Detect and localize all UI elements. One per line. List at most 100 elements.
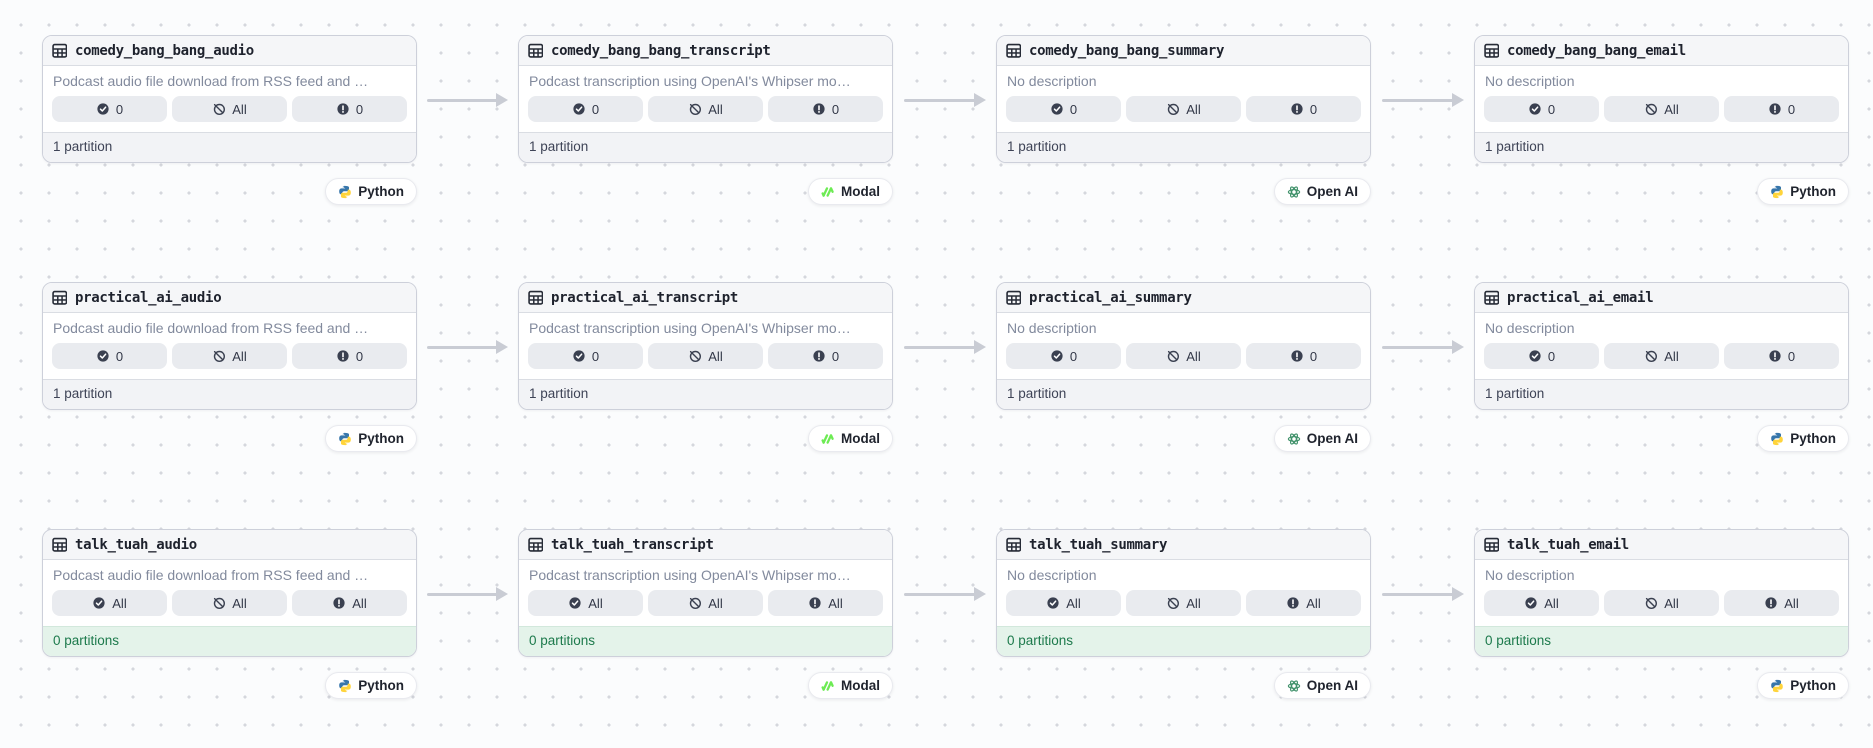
materialized-count-badge[interactable]: All — [1006, 590, 1121, 616]
badge-value: 0 — [1547, 348, 1556, 364]
compute-kind-tag-openai[interactable]: Open AI — [1273, 672, 1371, 699]
missing-count-badge[interactable]: All — [1604, 343, 1719, 369]
tag-label: Python — [1790, 678, 1836, 693]
asset-node-talk-tuah-summary[interactable]: talk_tuah_summary No description All All… — [996, 529, 1371, 657]
failed-count-badge[interactable]: All — [292, 590, 407, 616]
asset-description: Podcast transcription using OpenAI's Whi… — [529, 73, 851, 89]
asset-node-practical-ai-transcript[interactable]: practical_ai_transcript Podcast transcri… — [518, 282, 893, 410]
materialized-count-badge[interactable]: 0 — [1484, 96, 1599, 122]
badge-value: All — [1664, 595, 1679, 611]
materialized-count-badge[interactable]: 0 — [1484, 343, 1599, 369]
materialized-count-badge[interactable]: All — [52, 590, 167, 616]
tag-row: Python — [1474, 178, 1849, 205]
materialized-count-badge[interactable]: 0 — [528, 343, 643, 369]
tag-label: Modal — [841, 431, 880, 446]
failed-count-badge[interactable]: 0 — [1724, 96, 1839, 122]
failed-count-badge[interactable]: 0 — [768, 343, 883, 369]
badge-value: All — [1664, 101, 1679, 117]
edge-arrow — [1382, 584, 1464, 604]
missing-count-badge[interactable]: All — [1604, 590, 1719, 616]
asset-title: comedy_bang_bang_summary — [1029, 42, 1225, 59]
compute-kind-tag-python[interactable]: Python — [325, 672, 417, 699]
failed-count-badge[interactable]: 0 — [292, 96, 407, 122]
failed-count-badge[interactable]: 0 — [1724, 343, 1839, 369]
tag-row: Modal — [518, 672, 893, 699]
failed-count-badge[interactable]: All — [768, 590, 883, 616]
tag-label: Open AI — [1306, 431, 1358, 446]
compute-kind-tag-openai[interactable]: Open AI — [1273, 178, 1371, 205]
partition-count: 0 partitions — [43, 626, 416, 656]
alert-circle-icon — [332, 596, 346, 610]
partition-count: 0 partitions — [1475, 626, 1848, 656]
table-icon — [52, 537, 67, 552]
modal-icon — [821, 679, 835, 693]
materialized-count-badge[interactable]: 0 — [1006, 96, 1121, 122]
compute-kind-tag-python[interactable]: Python — [1757, 425, 1849, 452]
badge-value: All — [1544, 595, 1559, 611]
missing-count-badge[interactable]: All — [648, 96, 763, 122]
failed-count-badge[interactable]: 0 — [1246, 96, 1361, 122]
materialized-count-badge[interactable]: All — [528, 590, 643, 616]
missing-count-badge[interactable]: All — [648, 343, 763, 369]
badge-value: All — [112, 595, 127, 611]
asset-node-practical-ai-summary[interactable]: practical_ai_summary No description 0 Al… — [996, 282, 1371, 410]
alert-circle-icon — [1290, 349, 1304, 363]
partition-count: 1 partition — [1475, 379, 1848, 409]
asset-node-comedy-bang-bang-summary[interactable]: comedy_bang_bang_summary No description … — [996, 35, 1371, 163]
asset-card-header: comedy_bang_bang_transcript — [519, 36, 892, 66]
asset-node-practical-ai-email[interactable]: practical_ai_email No description 0 All … — [1474, 282, 1849, 410]
materialized-count-badge[interactable]: All — [1484, 590, 1599, 616]
materialized-count-badge[interactable]: 0 — [528, 96, 643, 122]
asset-node-comedy-bang-bang-email[interactable]: comedy_bang_bang_email No description 0 … — [1474, 35, 1849, 163]
compute-kind-tag-python[interactable]: Python — [325, 178, 417, 205]
missing-count-badge[interactable]: All — [172, 343, 287, 369]
alert-circle-icon — [1290, 102, 1304, 116]
materialized-count-badge[interactable]: 0 — [52, 96, 167, 122]
compute-kind-tag-modal[interactable]: Modal — [808, 178, 893, 205]
missing-count-badge[interactable]: All — [172, 96, 287, 122]
compute-kind-tag-openai[interactable]: Open AI — [1273, 425, 1371, 452]
materialized-count-badge[interactable]: 0 — [52, 343, 167, 369]
partition-count: 0 partitions — [519, 626, 892, 656]
missing-count-badge[interactable]: All — [1126, 96, 1241, 122]
badge-value: 0 — [1547, 101, 1556, 117]
asset-node-practical-ai-audio[interactable]: practical_ai_audio Podcast audio file do… — [42, 282, 417, 410]
badge-value: 0 — [1069, 348, 1078, 364]
missing-count-badge[interactable]: All — [172, 590, 287, 616]
alert-circle-icon — [1768, 349, 1782, 363]
missing-count-badge[interactable]: All — [1126, 343, 1241, 369]
asset-node-comedy-bang-bang-transcript[interactable]: comedy_bang_bang_transcript Podcast tran… — [518, 35, 893, 163]
asset-node-talk-tuah-audio[interactable]: talk_tuah_audio Podcast audio file downl… — [42, 529, 417, 657]
asset-node-talk-tuah-email[interactable]: talk_tuah_email No description All All A… — [1474, 529, 1849, 657]
missing-count-badge[interactable]: All — [648, 590, 763, 616]
partition-count: 1 partition — [519, 379, 892, 409]
compute-kind-tag-modal[interactable]: Modal — [808, 425, 893, 452]
failed-count-badge[interactable]: 0 — [1246, 343, 1361, 369]
compute-kind-tag-python[interactable]: Python — [1757, 672, 1849, 699]
badge-value: 0 — [1309, 348, 1318, 364]
slash-circle-icon — [212, 102, 226, 116]
asset-description: No description — [1485, 320, 1575, 336]
asset-node-talk-tuah-transcript[interactable]: talk_tuah_transcript Podcast transcripti… — [518, 529, 893, 657]
failed-count-badge[interactable]: All — [1724, 590, 1839, 616]
badge-value: All — [1066, 595, 1081, 611]
python-icon — [338, 679, 352, 693]
check-circle-icon — [96, 349, 110, 363]
asset-node-comedy-bang-bang-audio[interactable]: comedy_bang_bang_audio Podcast audio fil… — [42, 35, 417, 163]
asset-description: Podcast audio file download from RSS fee… — [53, 73, 369, 89]
check-circle-icon — [1528, 102, 1542, 116]
failed-count-badge[interactable]: All — [1246, 590, 1361, 616]
missing-count-badge[interactable]: All — [1126, 590, 1241, 616]
compute-kind-tag-python[interactable]: Python — [325, 425, 417, 452]
compute-kind-tag-python[interactable]: Python — [1757, 178, 1849, 205]
table-icon — [528, 537, 543, 552]
asset-description: Podcast transcription using OpenAI's Whi… — [529, 320, 851, 336]
materialized-count-badge[interactable]: 0 — [1006, 343, 1121, 369]
failed-count-badge[interactable]: 0 — [292, 343, 407, 369]
asset-title: talk_tuah_audio — [75, 536, 197, 553]
failed-count-badge[interactable]: 0 — [768, 96, 883, 122]
asset-card-header: talk_tuah_audio — [43, 530, 416, 560]
missing-count-badge[interactable]: All — [1604, 96, 1719, 122]
compute-kind-tag-modal[interactable]: Modal — [808, 672, 893, 699]
